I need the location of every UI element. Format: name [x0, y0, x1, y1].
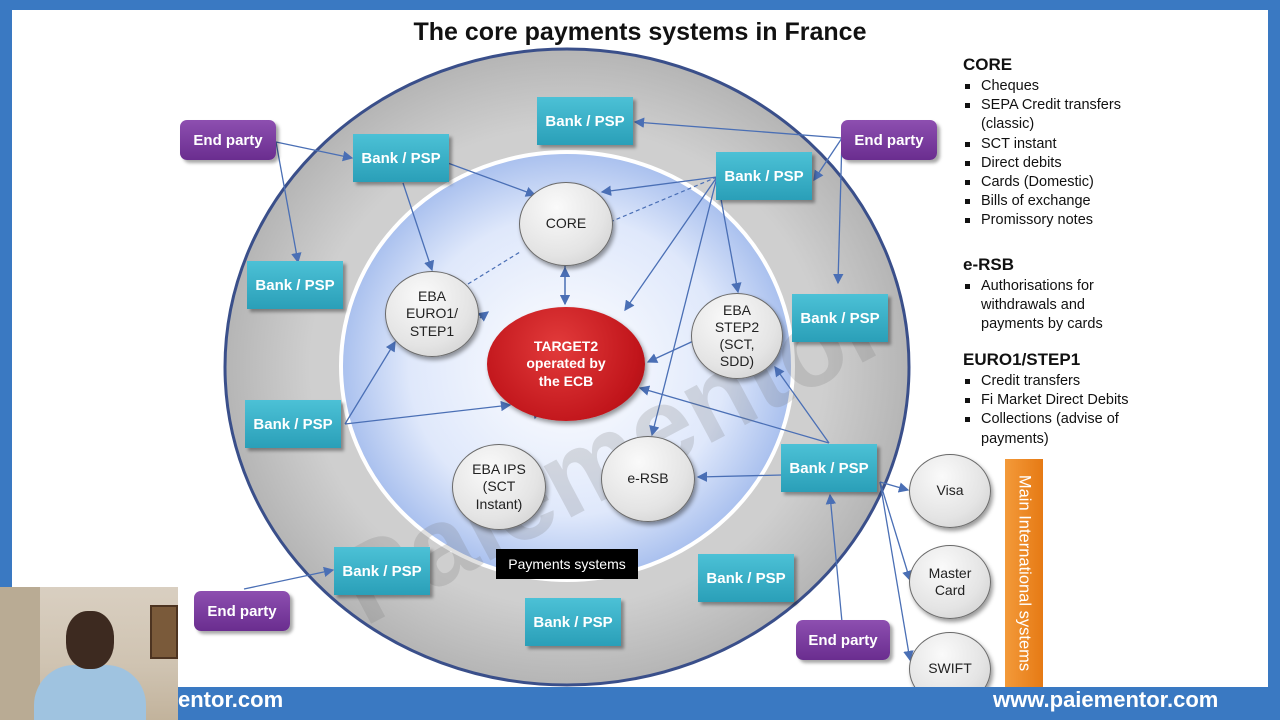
legend-ersb: e-RSB Authorisations for withdrawals and…: [963, 255, 1263, 335]
webcam-picture-frame: [150, 605, 178, 659]
bank-psp-box[interactable]: Bank / PSP: [247, 261, 343, 309]
connector-arrow: [833, 137, 844, 285]
bank-psp-box[interactable]: Bank / PSP: [537, 97, 633, 145]
legend-item: Cards (Domestic): [963, 173, 1151, 192]
connector-arrow: [813, 137, 843, 182]
legend-ersb-title: e-RSB: [963, 255, 1015, 274]
connector-arrow: [624, 176, 718, 312]
bank-psp-box[interactable]: Bank / PSP: [334, 547, 430, 595]
connector-lines: [243, 117, 914, 662]
connector-arrow: [477, 311, 490, 322]
eba-step2-node[interactable]: EBA STEP2 (SCT, SDD): [691, 293, 783, 379]
connector-arrow: [275, 141, 302, 264]
mastercard-node[interactable]: Master Card: [909, 545, 991, 619]
eba-euro1-step1-node[interactable]: EBA EURO1/ STEP1: [385, 271, 479, 357]
legend-item: Fi Market Direct Debits: [963, 391, 1151, 410]
bank-psp-box[interactable]: Bank / PSP: [353, 134, 449, 182]
connector-arrow: [649, 176, 718, 437]
legend-core-title: CORE: [963, 55, 1013, 74]
legend-item: Authorisations for withdrawals and payme…: [963, 277, 1151, 335]
e-rsb-node[interactable]: e-RSB: [601, 436, 695, 522]
dashed-connector: [467, 251, 521, 285]
bank-psp-box[interactable]: Bank / PSP: [716, 152, 812, 200]
connector-arrow: [638, 385, 830, 444]
legend-item: SEPA Credit transfers (classic): [963, 96, 1151, 134]
connector-arrow: [600, 176, 718, 196]
footer-left-url: entor.com: [178, 687, 284, 712]
swift-node[interactable]: SWIFT: [909, 632, 991, 687]
webcam-person-head: [66, 611, 114, 669]
visa-node[interactable]: Visa: [909, 454, 991, 528]
end-party-box[interactable]: End party: [194, 591, 290, 631]
end-party-box[interactable]: End party: [180, 120, 276, 160]
connector-arrow: [344, 400, 512, 425]
bank-psp-box[interactable]: Bank / PSP: [525, 598, 621, 646]
end-party-box[interactable]: End party: [796, 620, 890, 660]
webcam-overlay: [0, 587, 178, 720]
target2-node[interactable]: TARGET2 operated by the ECB: [487, 307, 645, 421]
page-title: The core payments systems in France: [413, 18, 867, 46]
legend-ersb-list: Authorisations for withdrawals and payme…: [963, 277, 1263, 335]
legend-item: Cheques: [963, 77, 1151, 96]
legend-item: Bills of exchange: [963, 192, 1151, 211]
bank-psp-box[interactable]: Bank / PSP: [781, 444, 877, 492]
international-systems-label: Main International systems: [1015, 474, 1034, 672]
webcam-wall: [0, 587, 40, 720]
bank-psp-box[interactable]: Bank / PSP: [698, 554, 794, 602]
connector-arrow: [879, 481, 913, 582]
connector-arrow: [774, 365, 830, 444]
core-node[interactable]: CORE: [519, 182, 613, 266]
connector-arrow: [243, 566, 335, 590]
connector-arrow: [444, 161, 537, 197]
webcam-person-body: [34, 665, 146, 720]
slide: Paiementor The core payments systems in …: [12, 10, 1268, 687]
end-party-box[interactable]: End party: [841, 120, 937, 160]
dashed-connector: [609, 176, 718, 223]
connector-arrow: [275, 141, 354, 162]
legend-item: SCT instant: [963, 135, 1151, 154]
connector-arrow: [879, 481, 914, 662]
connector-arrow: [633, 117, 843, 139]
connector-arrow: [402, 182, 435, 272]
legend-euro1-title: EURO1/STEP1: [963, 350, 1081, 369]
footer-right-url: www.paiementor.com: [993, 687, 1219, 712]
eba-ips-node[interactable]: EBA IPS (SCT Instant): [452, 444, 546, 530]
connector-arrow: [344, 340, 396, 425]
legend-item: Direct debits: [963, 154, 1151, 173]
legend-item: Promissory notes: [963, 211, 1151, 230]
connector-arrow: [696, 471, 783, 482]
legend-item: Credit transfers: [963, 372, 1151, 391]
legend-item: Collections (advise of payments): [963, 410, 1151, 448]
connector-arrow: [825, 493, 843, 623]
bank-psp-box[interactable]: Bank / PSP: [792, 294, 888, 342]
connector-arrow: [879, 481, 910, 493]
bank-psp-box[interactable]: Bank / PSP: [245, 400, 341, 448]
international-systems-bar: Main International systems: [1005, 459, 1043, 687]
payments-systems-label: Payments systems: [496, 549, 638, 579]
